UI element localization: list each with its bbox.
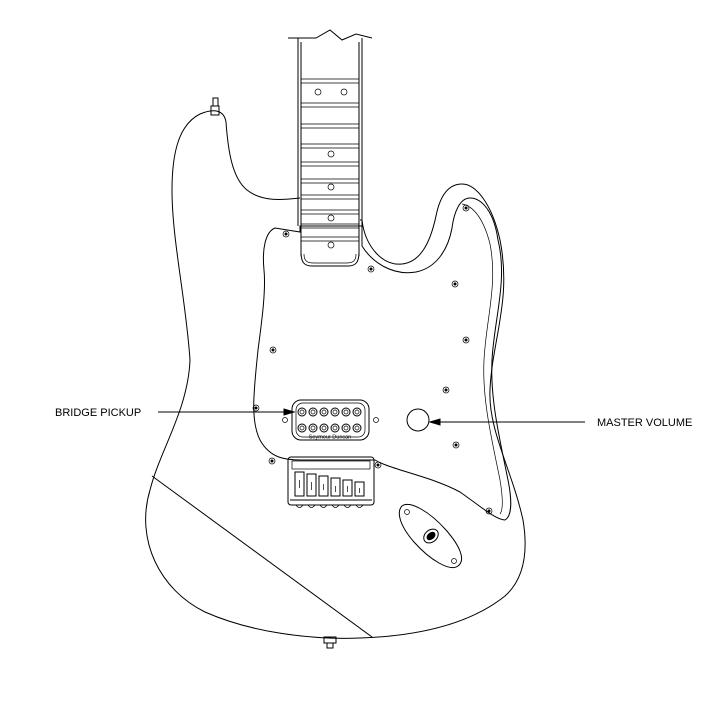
guitar-body-outline	[145, 110, 526, 639]
master-volume-label: MASTER VOLUME	[597, 417, 692, 429]
callout-bridge-pickup: BRIDGE PICKUP	[55, 407, 296, 419]
guitar-neck	[288, 29, 373, 267]
strap-button-top	[210, 97, 220, 116]
fret-markers	[314, 88, 348, 249]
pickguard-screws	[252, 204, 493, 515]
output-jack-plate	[398, 504, 462, 568]
callout-master-volume: MASTER VOLUME	[428, 417, 692, 429]
pickguard-outline	[253, 197, 512, 521]
strap-button-bottom	[323, 636, 337, 649]
bridge-saddles	[294, 471, 365, 497]
master-volume-knob	[406, 408, 430, 432]
frets	[301, 78, 359, 242]
bridge-assembly	[287, 456, 375, 508]
bridge-screw-heads	[295, 504, 364, 508]
body-finish-line	[151, 475, 373, 638]
bridge-pickup: Seymour Duncan	[282, 399, 379, 441]
pickguard-inner-line	[461, 203, 503, 515]
pickup-pole-pieces	[297, 407, 362, 433]
pickup-brand-label: Seymour Duncan	[309, 435, 352, 441]
bridge-pickup-label: BRIDGE PICKUP	[55, 407, 141, 419]
